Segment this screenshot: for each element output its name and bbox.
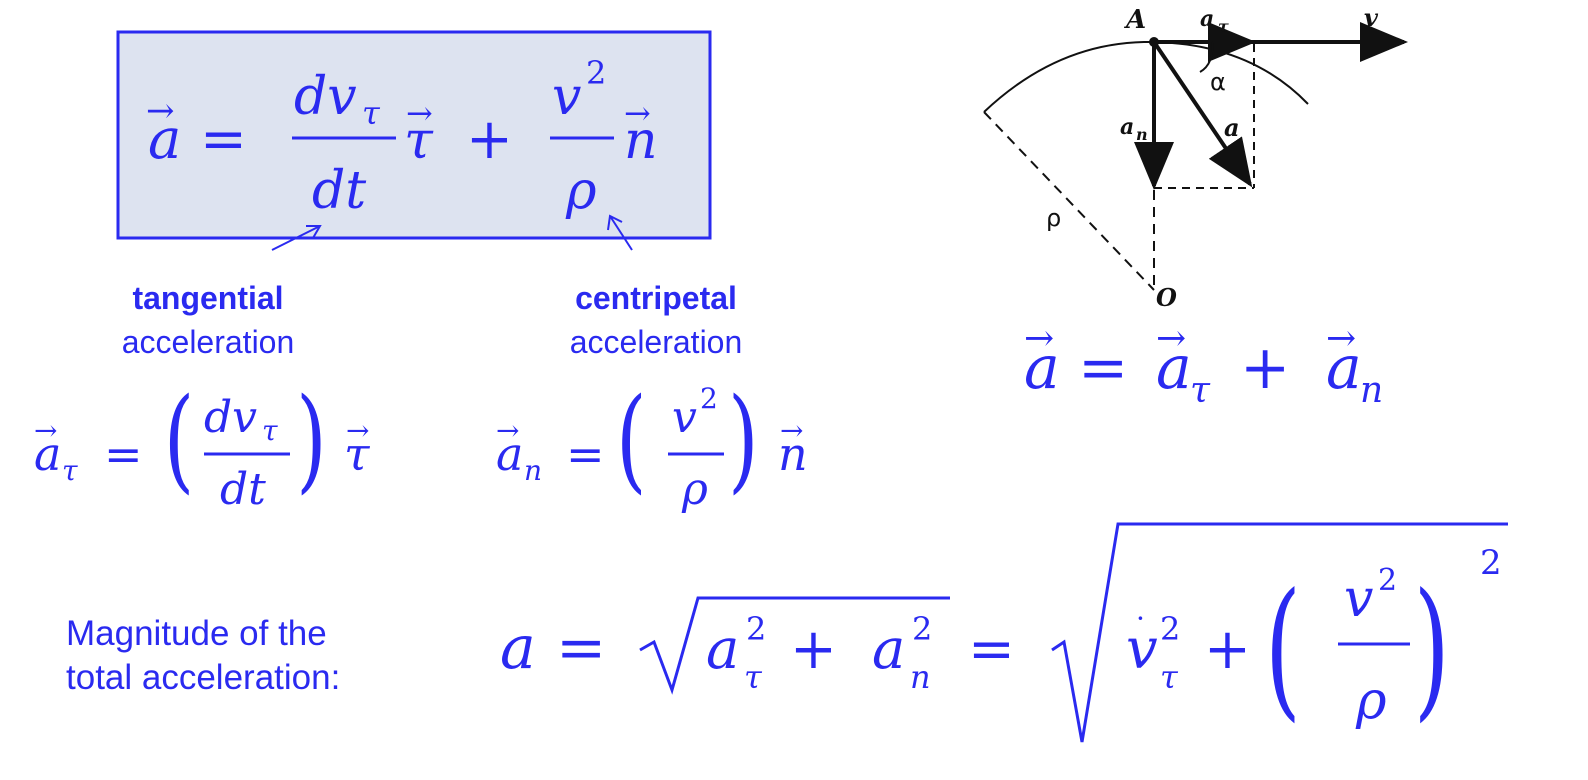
svg-text:n: n: [1136, 125, 1148, 144]
svg-text:a: a: [706, 617, 739, 682]
svg-text:ρ: ρ: [1355, 671, 1387, 731]
main-t2-den: ρ: [565, 161, 597, 221]
main-tau: τ: [404, 111, 434, 171]
svg-text:v: v: [1364, 3, 1379, 32]
svg-text:): ): [296, 374, 327, 505]
svg-text:→: →: [780, 414, 803, 447]
centripetal-label-sub: acceleration: [569, 324, 743, 360]
svg-text:=: =: [556, 613, 606, 683]
svg-text:dt: dt: [220, 464, 266, 515]
svg-text:v: v: [1126, 617, 1158, 682]
svg-text:·: ·: [1136, 602, 1145, 635]
tangential-formula: a → τ = ( dv τ dt ) τ →: [34, 374, 371, 515]
svg-text:2: 2: [746, 610, 766, 648]
svg-text:a: a: [1200, 6, 1214, 32]
magnitude-text-line2: total acceleration:: [66, 658, 341, 697]
svg-text:a: a: [872, 617, 905, 682]
svg-text:a: a: [1326, 333, 1362, 403]
svg-text:τ: τ: [262, 414, 278, 447]
tangential-label-bold: tangential: [132, 280, 284, 316]
svg-text:=: =: [1078, 333, 1128, 403]
svg-text:n: n: [910, 658, 931, 696]
main-formula-box: a → = dv τ dt τ → + v 2 ρ n →: [116, 30, 712, 240]
svg-text:a: a: [1120, 114, 1134, 140]
svg-text:→: →: [496, 414, 519, 447]
svg-text:→: →: [34, 414, 57, 447]
svg-text:ρ: ρ: [681, 464, 708, 515]
svg-text:a: a: [1024, 333, 1060, 403]
svg-text:dv: dv: [204, 392, 257, 443]
svg-text:τ: τ: [62, 454, 78, 487]
svg-text:a: a: [496, 427, 523, 481]
svg-text:a: a: [1224, 113, 1240, 142]
main-n: n: [624, 111, 658, 171]
svg-text:n: n: [778, 427, 808, 481]
centripetal-label-bold: centripetal: [575, 280, 737, 316]
svg-text:τ: τ: [1160, 658, 1179, 696]
main-lhs: a: [148, 107, 181, 172]
svg-text:a: a: [34, 427, 61, 481]
svg-text:v: v: [672, 392, 697, 443]
tangential-label-sub: acceleration: [121, 324, 295, 360]
magnitude-text-line1: Magnitude of the: [66, 614, 327, 653]
vec-arrow-a: →: [146, 91, 175, 131]
svg-text:a: a: [1156, 333, 1192, 403]
svg-text:τ: τ: [1190, 370, 1211, 411]
svg-text:→: →: [1326, 318, 1356, 359]
svg-text:(: (: [164, 374, 195, 505]
centripetal-label: centripetal acceleration: [556, 276, 756, 364]
main-t2-num: v: [552, 67, 581, 127]
svg-text:(: (: [616, 374, 647, 505]
pointer-arrows: [271, 214, 633, 251]
svg-text:=: =: [104, 427, 143, 481]
svg-text:2: 2: [1480, 543, 1502, 583]
svg-text:=: =: [566, 427, 605, 481]
svg-text:→: →: [1156, 318, 1186, 359]
svg-text:n: n: [524, 454, 542, 487]
normal-formula: a → n = ( v 2 ρ ) n →: [496, 374, 808, 515]
svg-text:2: 2: [700, 382, 718, 415]
svg-text:2: 2: [1160, 610, 1180, 648]
svg-text:=: =: [968, 617, 1015, 682]
main-t1-den: dt: [312, 161, 366, 221]
svg-text:τ: τ: [344, 427, 371, 481]
magnitude-text: Magnitude of the total acceleration:: [66, 612, 340, 700]
main-t2-sup: 2: [586, 54, 606, 92]
sum-formula: a → = a → τ + a → n: [1024, 318, 1383, 411]
svg-text:2: 2: [1378, 563, 1397, 598]
svg-text:O: O: [1156, 283, 1177, 312]
svg-text:2: 2: [912, 610, 932, 648]
vec-arrow-n: →: [624, 94, 651, 132]
svg-text:): ): [728, 374, 759, 505]
svg-text:): ): [1414, 562, 1450, 736]
svg-text:α: α: [1210, 68, 1226, 96]
svg-text:v: v: [1344, 569, 1373, 629]
svg-text:+: +: [1240, 333, 1290, 403]
svg-text:τ: τ: [744, 658, 763, 696]
magnitude-formula: a = a 2 τ + a 2 n = v · 2 τ + ( v 2 ρ ) …: [500, 522, 1508, 743]
svg-text:a: a: [500, 613, 536, 683]
svg-text:→: →: [1024, 318, 1054, 359]
svg-text:ρ: ρ: [1046, 204, 1061, 232]
main-t1-num-sub: τ: [362, 94, 381, 132]
svg-text:τ: τ: [1218, 17, 1229, 36]
svg-text:+: +: [790, 617, 837, 682]
acceleration-diagram: A a τ v α a n a ρ O: [983, 3, 1408, 312]
main-plus: +: [466, 107, 513, 172]
svg-text:+: +: [1204, 617, 1251, 682]
svg-text:(: (: [1265, 562, 1301, 736]
main-eq: =: [200, 107, 247, 172]
main-t1-num: dv: [294, 67, 357, 127]
svg-text:→: →: [346, 414, 369, 447]
svg-text:n: n: [1360, 370, 1383, 411]
svg-text:A: A: [1123, 5, 1146, 35]
vec-arrow-tau: →: [406, 94, 433, 132]
tangential-label: tangential acceleration: [108, 276, 308, 364]
